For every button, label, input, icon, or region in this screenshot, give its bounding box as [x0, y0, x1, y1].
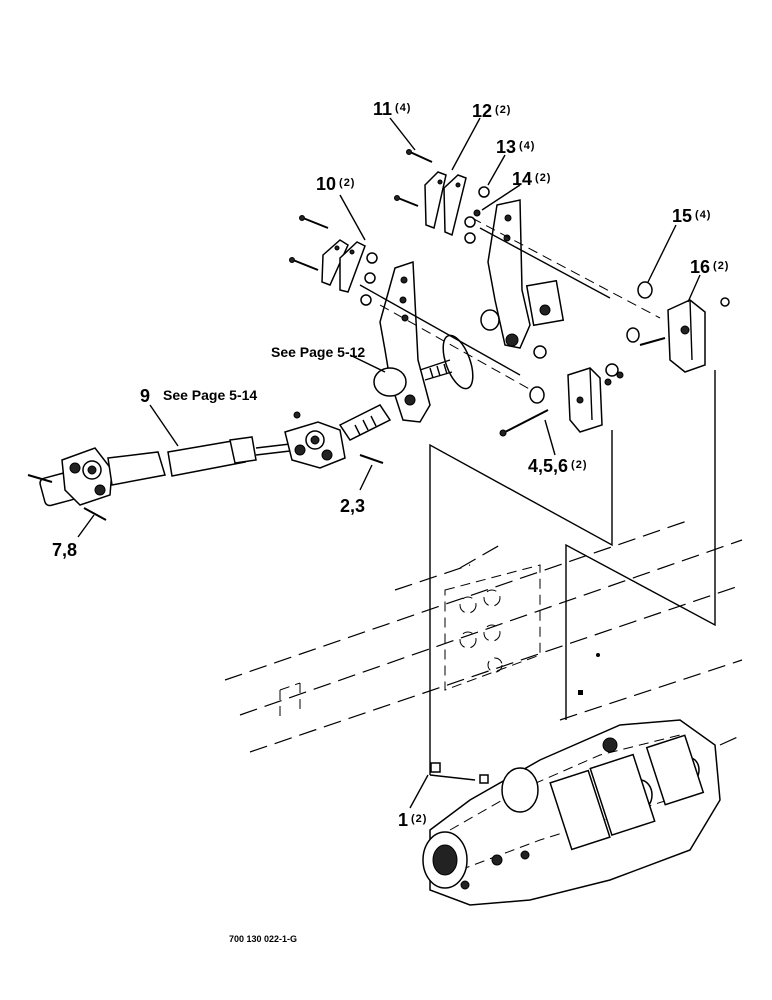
see-page-5-12: See Page 5-12 — [271, 344, 365, 360]
leader-lines — [77, 117, 701, 809]
bushings — [499, 281, 730, 437]
callout-labels: 11(4) 12(2) 13(4) 14(2) 10(2) 15(4) 16(2… — [52, 99, 729, 944]
clamp-plates — [321, 171, 467, 293]
rear-bracket — [480, 199, 565, 359]
callout-7-8: 7,8 — [52, 540, 77, 560]
drive-shaft — [27, 404, 392, 521]
guide-lines — [429, 370, 716, 781]
front-bracket — [373, 260, 474, 423]
bearing-blocks — [567, 299, 706, 433]
callout-10: 10(2) — [316, 174, 355, 194]
callout-15: 15(4) — [672, 206, 711, 226]
see-page-5-14: See Page 5-14 — [163, 387, 257, 403]
hydraulic-pump — [422, 719, 721, 906]
callout-4-5-6: 4,5,6(2) — [528, 456, 588, 476]
callout-16: 16(2) — [690, 257, 729, 277]
assembly-axes — [359, 217, 661, 396]
bolts-11 — [289, 149, 433, 271]
callout-1: 1(2) — [398, 810, 427, 830]
washers — [360, 186, 490, 306]
callout-14: 14(2) — [512, 169, 551, 189]
part-1-cap — [430, 762, 441, 773]
machine-frame — [224, 519, 743, 753]
callout-12: 12(2) — [472, 101, 511, 121]
callout-13: 13(4) — [496, 137, 535, 157]
callout-2-3: 2,3 — [340, 496, 365, 516]
callout-11: 11(4) — [373, 99, 411, 119]
drawing-code: 700 130 022-1-G — [229, 934, 297, 944]
callout-9: 9 — [140, 386, 150, 406]
